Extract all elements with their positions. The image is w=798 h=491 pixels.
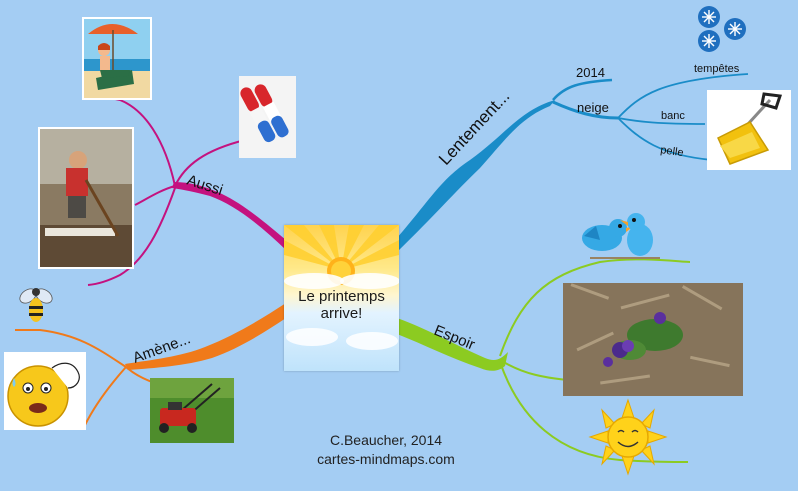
line-2014: [552, 78, 613, 101]
child-gardening-photo: [38, 127, 134, 269]
line-tempetes: [617, 73, 749, 119]
sweating-smiley-illustration: [4, 352, 86, 430]
branch-amene: [15, 303, 286, 426]
credit-site: cartes-mindmaps.com: [317, 451, 455, 467]
line-espoir-birds: [499, 258, 691, 357]
label-2014: 2014: [576, 65, 605, 80]
label-tempetes: tempêtes: [694, 63, 740, 75]
beach-chair-illustration: [82, 17, 152, 100]
central-topic-line2: arrive!: [320, 305, 363, 322]
label-aussi: Aussi: [185, 172, 225, 200]
branch-amene-trunk: [125, 303, 286, 370]
bee-icon: [19, 288, 53, 322]
line-amene-bee: [15, 329, 127, 368]
label-lentement: Lentement...: [435, 87, 513, 169]
branch-espoir-trunk: [397, 318, 508, 371]
line-neige: [552, 100, 619, 120]
snowflakes-icon: [698, 6, 746, 52]
line-amene-smiley: [84, 366, 127, 426]
branch-lentement: [397, 73, 749, 252]
central-topic: Le printemps arrive!: [284, 288, 399, 322]
popsicle-photo: [239, 76, 296, 158]
branch-espoir: [397, 258, 691, 463]
center-card: [284, 225, 399, 371]
smiling-sun-illustration: [588, 398, 668, 476]
credit-block: C.Beaucher, 2014 cartes-mindmaps.com: [296, 431, 476, 469]
label-pelle: pelle: [660, 144, 685, 159]
snow-shovel-photo: [707, 90, 791, 170]
line-banc: [617, 117, 706, 125]
violets-photo: [563, 283, 743, 396]
line-pelle: [617, 117, 713, 161]
line-aussi-low: [87, 187, 176, 286]
line-aussi-popsicle: [174, 139, 246, 187]
central-topic-line1: Le printemps: [298, 288, 385, 305]
lawn-mower-photo: [150, 378, 234, 443]
credit-author: C.Beaucher, 2014: [329, 432, 443, 448]
label-banc: banc: [661, 110, 685, 122]
line-espoir-sun: [499, 361, 689, 463]
line-aussi-child: [134, 185, 176, 206]
label-neige: neige: [577, 100, 609, 115]
sun-rays-illustration: [284, 225, 399, 350]
branch-aussi-trunk: [172, 182, 286, 250]
bluebirds-illustration: [582, 213, 660, 259]
